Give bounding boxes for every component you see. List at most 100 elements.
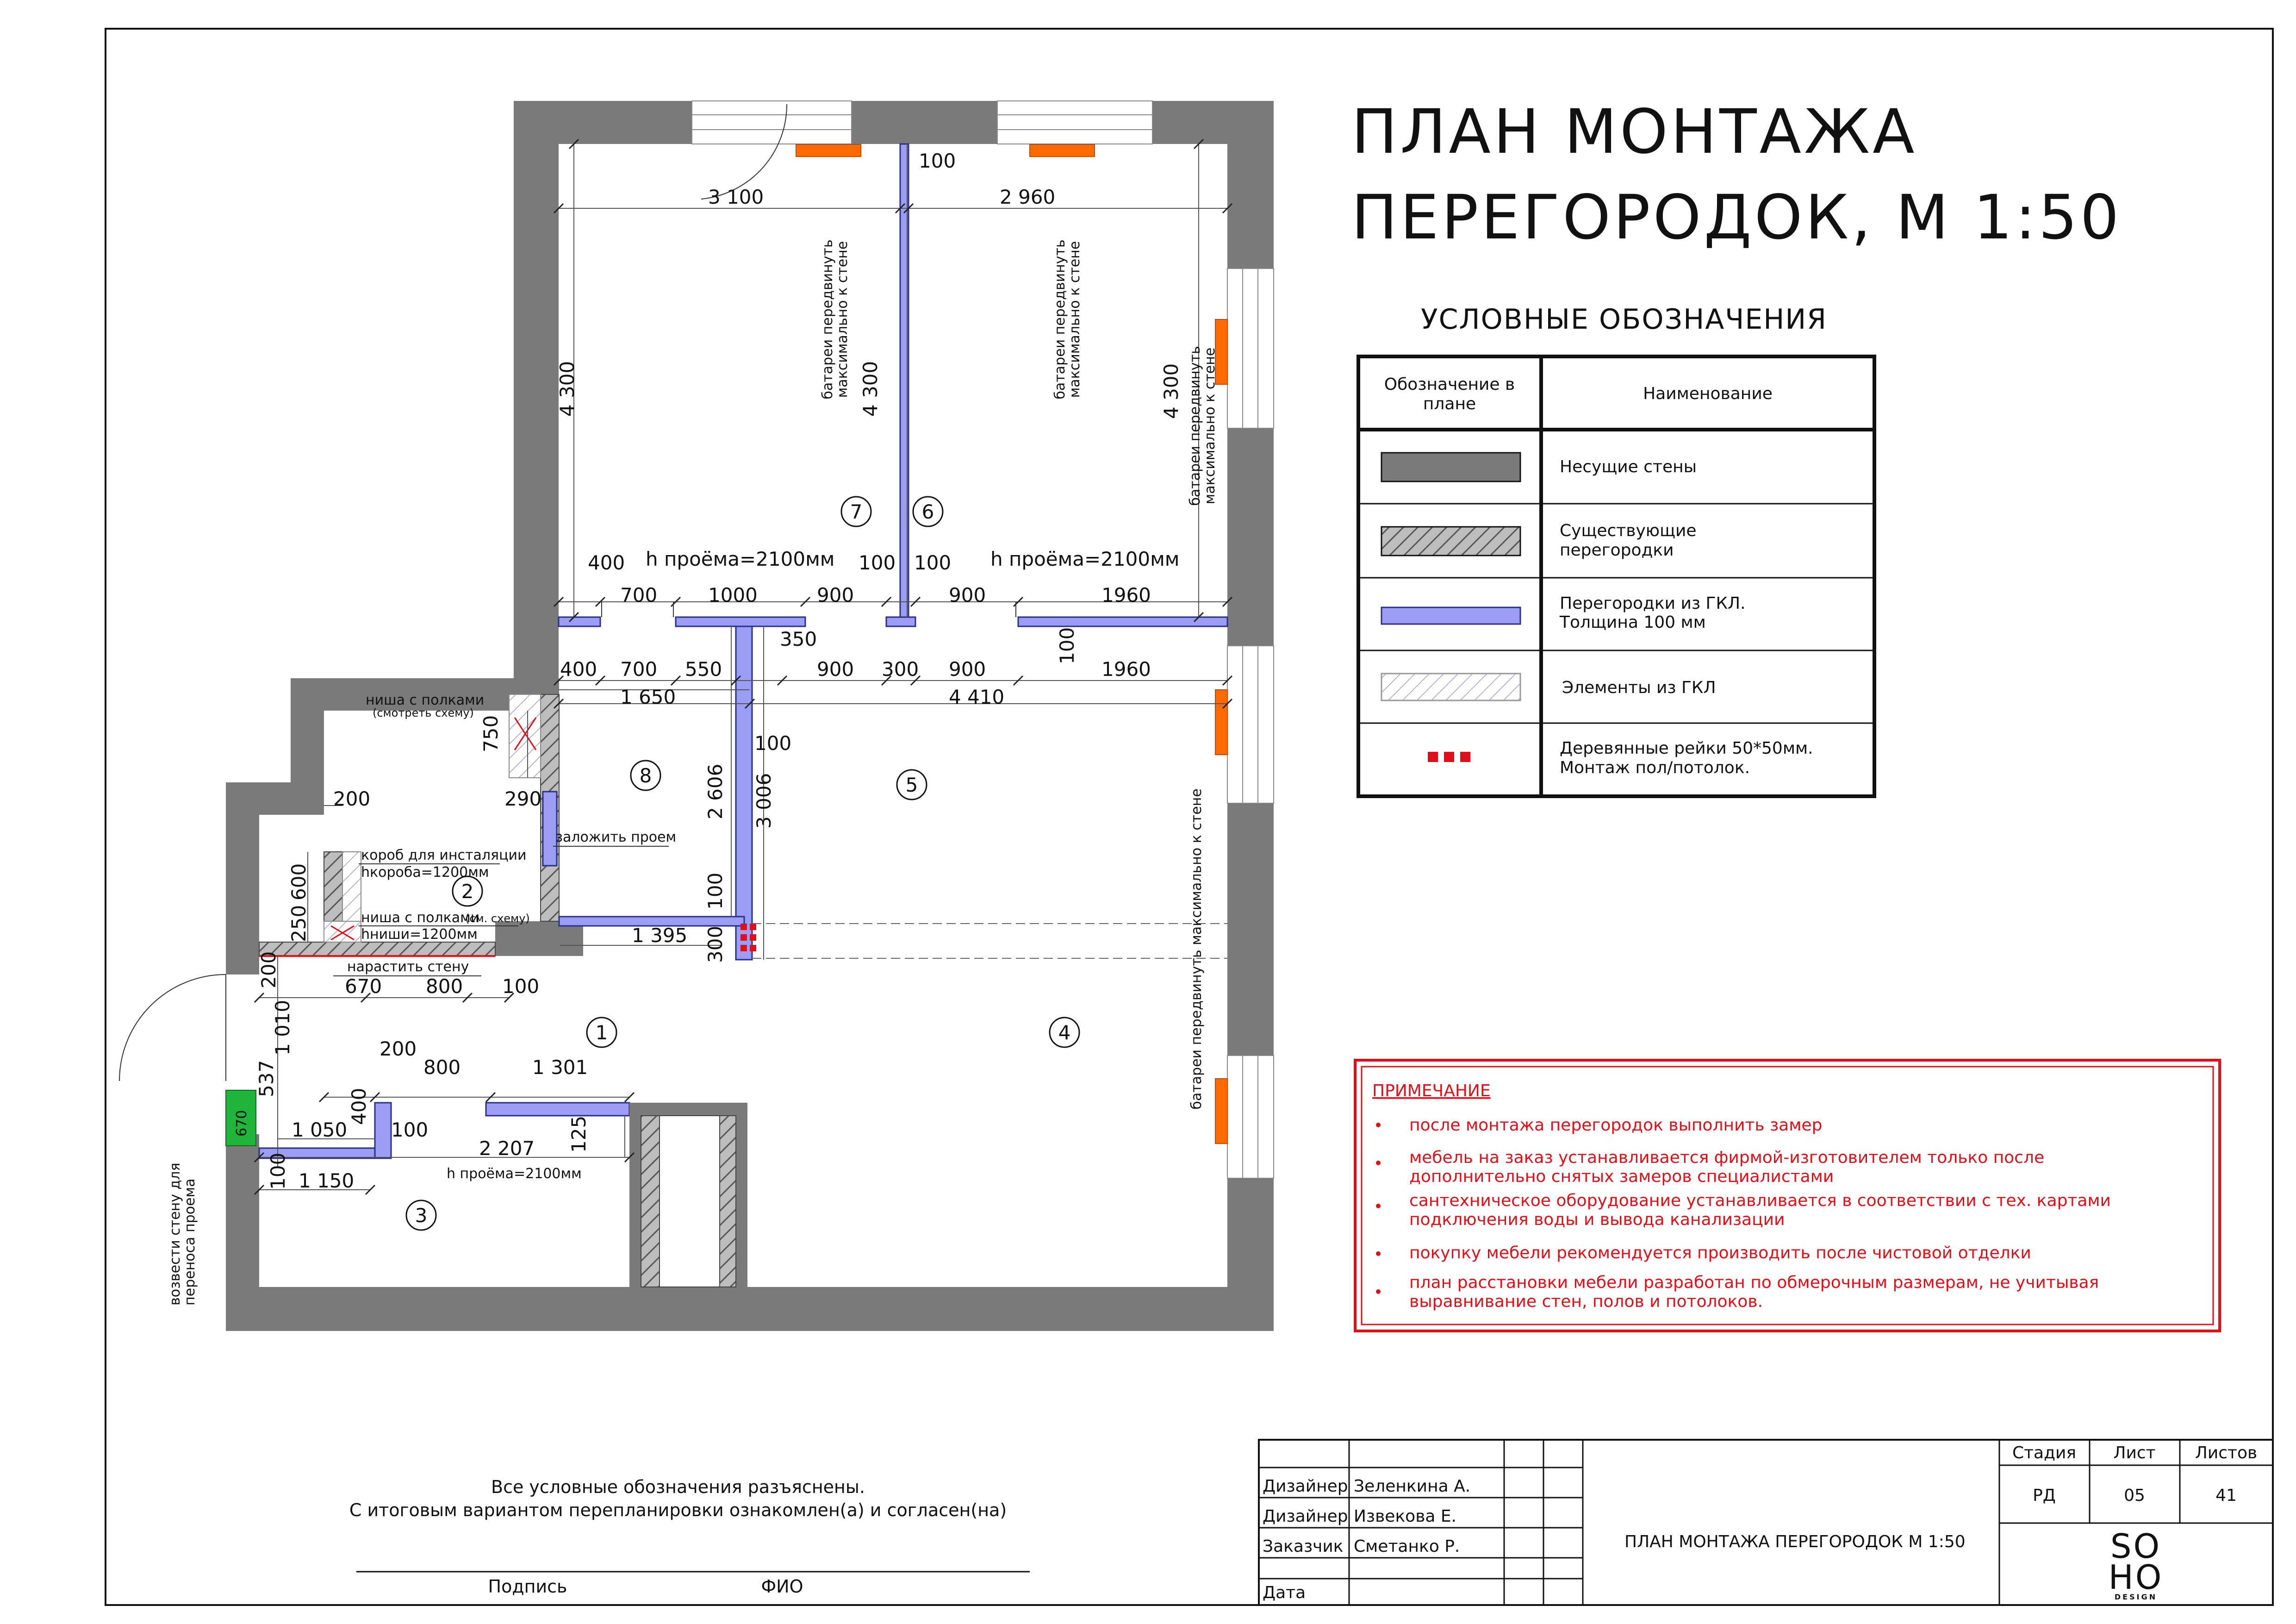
- name-label: ФИО: [761, 1576, 803, 1597]
- svg-text:максимально к стене: максимально к стене: [1067, 241, 1083, 398]
- floor-plan: 1 2 3 4 5 6 7 8 3 100 2 960 100 4 300 4 …: [119, 100, 1274, 1331]
- svg-text:670: 670: [234, 1110, 250, 1137]
- svg-text:550: 550: [685, 658, 722, 681]
- legend-col2-header: Наименование: [1643, 384, 1773, 403]
- legend-row-5: Деревянные рейки 50*50мм.: [1560, 739, 1813, 758]
- svg-text:100: 100: [914, 551, 951, 574]
- dimension-texts: 3 100 2 960 100 4 300 4 300 4 300 400 70…: [234, 150, 1182, 1192]
- signature-label: Подпись: [488, 1576, 567, 1597]
- svg-text:батареи передвинуть: батареи передвинуть: [1187, 346, 1203, 506]
- svg-text:1000: 1000: [708, 584, 758, 606]
- note-3-line2: подключения воды и вывода канализации: [1409, 1210, 1785, 1229]
- tb-name-1: Зеленкина А.: [1354, 1477, 1470, 1496]
- svg-text:100: 100: [754, 732, 791, 755]
- svg-text:290: 290: [504, 787, 541, 810]
- svg-text:350: 350: [780, 628, 817, 650]
- tb-sheet-label: Лист: [2113, 1443, 2155, 1462]
- load-bearing-walls: [226, 101, 1274, 1331]
- svg-text:1960: 1960: [1101, 658, 1151, 681]
- svg-text:h проёма=2100мм: h проёма=2100мм: [447, 1166, 582, 1182]
- svg-text:800: 800: [426, 975, 463, 998]
- svg-text:батареи передвинуть: батареи передвинуть: [820, 239, 836, 399]
- svg-text:переноса проема: переноса проема: [182, 1179, 198, 1305]
- svg-text:hниши=1200мм: hниши=1200мм: [361, 926, 478, 943]
- svg-text:250: 250: [287, 905, 310, 942]
- svg-text:200: 200: [333, 787, 370, 810]
- note-1: после монтажа перегородок выполнить заме…: [1409, 1116, 1822, 1135]
- legend-row-3-line2: Толщина 100 мм: [1559, 613, 1706, 632]
- wood-rails: [740, 924, 756, 951]
- svg-text:3 006: 3 006: [753, 773, 775, 829]
- svg-text:заложить проем: заложить проем: [555, 829, 676, 845]
- svg-text:2 960: 2 960: [1000, 186, 1055, 208]
- svg-text:(смотреть схему): (смотреть схему): [373, 706, 474, 719]
- room-4: 4: [1058, 1021, 1071, 1044]
- svg-text:1 301: 1 301: [532, 1056, 588, 1079]
- svg-text:максимально к стене: максимально к стене: [834, 241, 851, 398]
- svg-text:4 410: 4 410: [949, 686, 1004, 708]
- svg-text:2 207: 2 207: [479, 1137, 535, 1160]
- svg-text:h проёма=2100мм: h проёма=2100мм: [990, 548, 1180, 570]
- legend-row-2-line2: перегородки: [1560, 541, 1674, 560]
- note-5: план расстановки мебели разработан по об…: [1409, 1273, 2099, 1292]
- room-2: 2: [461, 880, 474, 903]
- legend-row-2: Существующие: [1560, 521, 1697, 540]
- svg-text:(см. схему): (см. схему): [465, 912, 530, 925]
- svg-text:100: 100: [859, 551, 896, 574]
- svg-text:100: 100: [502, 975, 539, 998]
- tb-sheet-title: ПЛАН МОНТАЖА ПЕРЕГОРОДОК М 1:50: [1624, 1532, 1966, 1551]
- note-3: сантехническое оборудование устанавливае…: [1409, 1191, 2111, 1210]
- swatch-gkl-elements: [1381, 673, 1521, 701]
- svg-text:1 150: 1 150: [299, 1169, 354, 1192]
- svg-text:1 395: 1 395: [632, 924, 687, 947]
- title-line-2: ПЕРЕГОРОДОК, М 1:50: [1351, 182, 2122, 253]
- svg-text:1 650: 1 650: [620, 686, 676, 708]
- note-2-line2: дополнительно снятых замеров специалиста…: [1409, 1167, 1834, 1186]
- legend-row-4: Элементы из ГКЛ: [1562, 678, 1716, 697]
- svg-text:800: 800: [423, 1056, 460, 1079]
- approval-line-2: С итоговым вариантом перепланировки озна…: [349, 1500, 1007, 1520]
- title-block: Дизайнер Зеленкина А. Дизайнер Извекова …: [1258, 1439, 2274, 1606]
- svg-text:максимально к стене: максимально к стене: [1202, 348, 1218, 505]
- svg-text:100: 100: [1056, 627, 1078, 664]
- room-1: 1: [596, 1021, 608, 1044]
- room-5: 5: [906, 774, 918, 796]
- svg-text:1 010: 1 010: [271, 1000, 294, 1056]
- swatch-gkl: [1381, 606, 1521, 625]
- entrance-gkl-block: [225, 1090, 256, 1146]
- svg-text:короб для инсталяции: короб для инсталяции: [361, 847, 527, 863]
- svg-text:нарастить стену: нарастить стену: [347, 959, 469, 975]
- svg-text:100: 100: [391, 1118, 428, 1141]
- windows: [691, 100, 1274, 1179]
- swatch-existing: [1381, 526, 1521, 556]
- legend-row-5-line2: Монтаж пол/потолок.: [1560, 758, 1750, 777]
- svg-text:3 100: 3 100: [708, 186, 764, 208]
- notes-box: ПРИМЕЧАНИЕ после монтажа перегородок вып…: [1354, 1059, 2221, 1332]
- svg-text:537: 537: [255, 1060, 278, 1097]
- logo-line-2: HO: [2109, 1558, 2164, 1597]
- svg-text:4 300: 4 300: [859, 361, 882, 417]
- notes-heading: ПРИМЕЧАНИЕ: [1372, 1081, 1491, 1100]
- tb-name-3: Сметанко Р.: [1354, 1537, 1460, 1556]
- tb-sheet-value: 05: [2124, 1486, 2145, 1505]
- room-7: 7: [850, 500, 863, 523]
- approval-line-1: Все условные обозначения разъяснены.: [491, 1477, 865, 1497]
- tb-role-4: Дата: [1263, 1583, 1306, 1602]
- radiators: [796, 144, 1228, 1144]
- svg-text:hкоробa=1200мм: hкоробa=1200мм: [361, 864, 489, 881]
- logo-line-1: SO: [2110, 1527, 2161, 1566]
- svg-text:900: 900: [817, 658, 854, 681]
- svg-text:300: 300: [704, 926, 727, 963]
- tb-stage-value: РД: [2033, 1486, 2056, 1505]
- svg-text:1 050: 1 050: [292, 1118, 347, 1141]
- tb-sheets-value: 41: [2215, 1486, 2237, 1505]
- svg-text:400: 400: [560, 658, 597, 681]
- note-4: покупку мебели рекомендуется производить…: [1409, 1243, 2031, 1262]
- svg-text:670: 670: [345, 975, 382, 998]
- legend-row-3: Перегородки из ГКЛ.: [1560, 594, 1746, 613]
- svg-text:4 300: 4 300: [556, 361, 579, 417]
- svg-text:100: 100: [267, 1153, 289, 1190]
- tb-sheets-label: Листов: [2195, 1443, 2257, 1462]
- legend-col1-header-line2: плане: [1423, 394, 1476, 413]
- svg-text:900: 900: [949, 658, 986, 681]
